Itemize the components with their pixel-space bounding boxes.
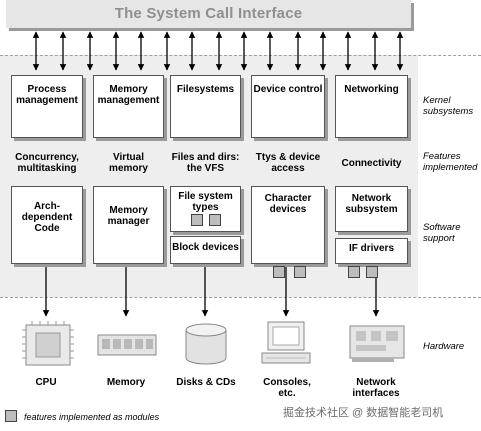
software-box-if-drivers: IF drivers [335, 238, 408, 278]
side-label-hardware: Hardware [423, 341, 465, 352]
hardware-label: Memory [106, 377, 146, 388]
subsystem-label: Process management [16, 84, 78, 106]
console-icon [261, 321, 311, 364]
memory-icon [97, 334, 157, 356]
feature-label: Ttys & device access [255, 152, 321, 174]
software-box-memory-manager: Memory manager [93, 186, 164, 264]
legend-label: features implemented as modules [24, 412, 160, 422]
kernel-bottom-boundary [0, 297, 481, 298]
side-label-software: Software support [423, 222, 461, 244]
subsystem-box-process: Process management [11, 75, 83, 138]
software-box-fs-types: File system types [170, 186, 241, 232]
hardware-label: Disks & CDs [176, 377, 236, 388]
subsystem-box-device: Device control [251, 75, 325, 138]
module-icon [294, 266, 306, 278]
software-box-char-devices: Character devices [251, 186, 325, 278]
software-label: File system types [178, 191, 233, 213]
module-icon [191, 214, 203, 226]
subsystem-box-networking: Networking [335, 75, 408, 138]
software-box-block-devices: Block devices [170, 236, 241, 264]
network-card-icon [349, 325, 405, 362]
side-label-kernel: Kernel subsystems [423, 95, 474, 117]
feature-label: Connectivity [341, 158, 402, 169]
subsystem-label: Filesystems [176, 84, 235, 95]
module-icon [366, 266, 378, 278]
software-label: Character devices [264, 193, 312, 215]
software-label: Arch-dependent Code [21, 201, 73, 234]
feature-label: Virtual memory [109, 152, 148, 174]
software-label: IF drivers [348, 243, 395, 254]
software-label: Block devices [172, 242, 239, 253]
hardware-label: CPU [35, 377, 57, 388]
feature-label: Files and dirs: the VFS [171, 152, 240, 174]
feature-label: Concurrency, multitasking [15, 152, 79, 174]
subsystem-label: Memory management [97, 84, 160, 106]
system-call-interface-bar [6, 0, 411, 28]
module-icon [348, 266, 360, 278]
module-icon [273, 266, 285, 278]
subsystem-label: Networking [344, 84, 399, 95]
subsystem-label: Device control [253, 84, 323, 95]
hardware-label: Network interfaces [352, 377, 400, 399]
kernel-top-boundary [0, 55, 481, 56]
system-call-interface-title: The System Call Interface [114, 5, 303, 22]
hardware-label: Consoles, etc. [263, 377, 311, 399]
side-label-features: Features implemented [423, 151, 478, 173]
cpu-icon [22, 321, 74, 366]
module-icon [209, 214, 221, 226]
subsystem-box-memory: Memory management [93, 75, 164, 138]
software-label: Memory manager [107, 205, 150, 227]
subsystem-box-filesystems: Filesystems [170, 75, 241, 138]
software-box-network-subsystem: Network subsystem [335, 186, 408, 232]
watermark: 掘金技术社区 @ 数据智能老司机 [283, 407, 444, 419]
software-label: Network subsystem [345, 193, 398, 215]
software-box-arch: Arch-dependent Code [11, 186, 83, 264]
legend-module-icon [5, 410, 17, 422]
disk-icon [185, 323, 227, 365]
